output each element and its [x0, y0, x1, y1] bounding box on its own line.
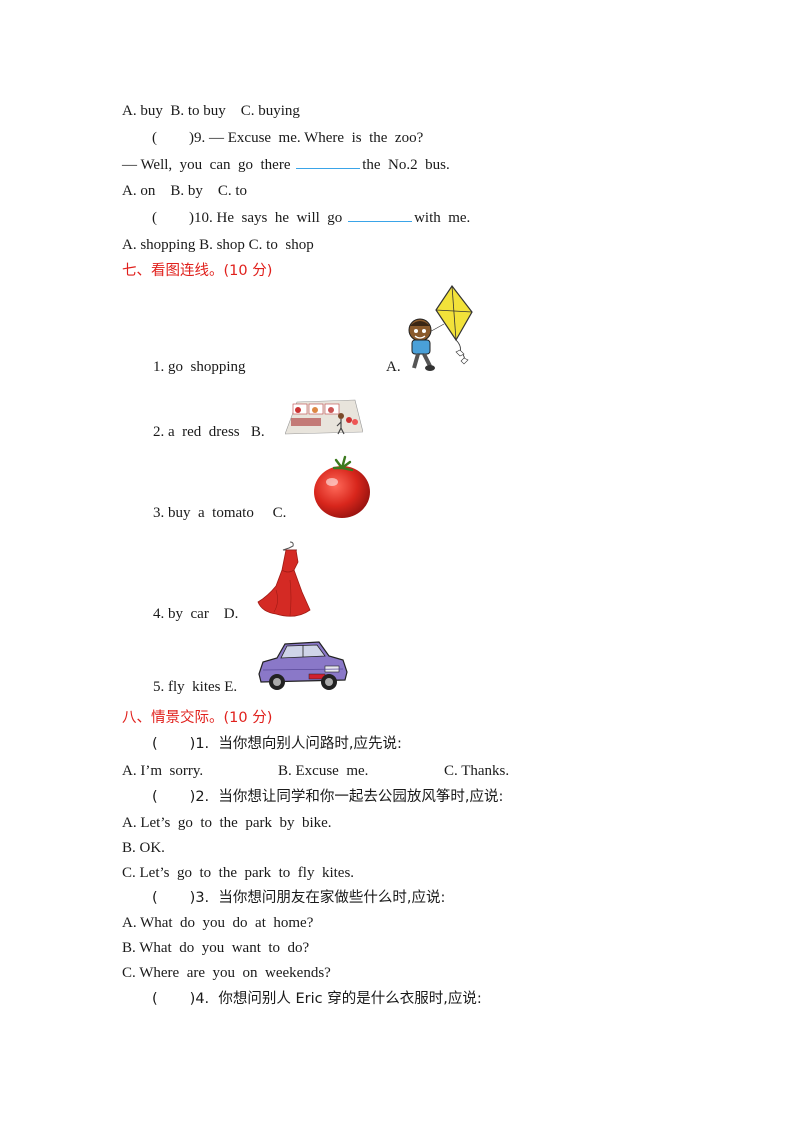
- q9-answer-pre: — Well, you can go there: [122, 157, 295, 173]
- shopping-picture: [285, 399, 363, 435]
- q9-stem: ( )9. — Excuse me. Where is the zoo?: [152, 128, 423, 148]
- s8-q1-option-c: C. Thanks.: [444, 763, 510, 779]
- q10-blank: [348, 207, 413, 222]
- s8-q4-paren: (: [152, 991, 158, 1007]
- q10-stem-post: with me.: [414, 210, 471, 226]
- q9-paren: (: [152, 130, 157, 146]
- s8-q3-paren: (: [152, 890, 158, 906]
- s8-q2-paren: (: [152, 789, 158, 805]
- s8-q2-option-b: B. OK.: [122, 840, 165, 856]
- s8-q1-option-b: B. Excuse me.: [278, 763, 369, 779]
- red-dress-picture: [257, 541, 311, 617]
- kite-boy-picture: [408, 284, 473, 371]
- match-item-3: 3. buy a tomato C.: [153, 505, 287, 521]
- s8-q3-option-c: C. Where are you on weekends?: [122, 965, 331, 981]
- match-item-4: 4. by car D.: [153, 606, 239, 622]
- q8-options: A. buy B. to buy C. buying: [122, 103, 300, 119]
- s8-q1-option-a: A. I’m sorry.: [122, 763, 204, 779]
- match-item-1-letter: A.: [386, 359, 401, 375]
- s8-q1-stem-text: )1. 当你想向别人问路时,应先说:: [189, 736, 402, 752]
- q9-blank: [296, 154, 361, 169]
- s8-q2-stem: ( )2. 当你想让同学和你一起去公园放风筝时,应说:: [152, 787, 503, 807]
- s8-q3-stem: ( )3. 当你想问朋友在家做些什么时,应说:: [152, 888, 445, 908]
- q9-stem-text: )9. — Excuse me. Where is the zoo?: [189, 130, 424, 146]
- s8-q2-option-a: A. Let’s go to the park by bike.: [122, 815, 332, 831]
- q9-options: A. on B. by C. to: [122, 183, 248, 199]
- s8-q1-stem: ( )1. 当你想向别人问路时,应先说:: [152, 734, 402, 754]
- s8-q1-paren: (: [152, 736, 158, 752]
- q10-options: A. shopping B. shop C. to shop: [122, 237, 314, 253]
- tomato-picture: [314, 455, 370, 518]
- match-item-5: 5. fly kites E.: [153, 679, 238, 695]
- match-item-1: 1. go shopping: [153, 359, 246, 375]
- s8-q2-stem-text: )2. 当你想让同学和你一起去公园放风筝时,应说:: [189, 789, 504, 805]
- s8-q2-option-c: C. Let’s go to the park to fly kites.: [122, 865, 355, 881]
- q10-stem-pre: )10. He says he will go: [189, 210, 347, 226]
- q9-answer-line: — Well, you can go there the No.2 bus.: [122, 154, 450, 175]
- s8-q3-option-b: B. What do you want to do?: [122, 940, 310, 956]
- s8-q4-stem: ( )4. 你想问别人 Eric 穿的是什么衣服时,应说:: [152, 989, 482, 1009]
- s8-q3-option-a: A. What do you do at home?: [122, 915, 314, 931]
- q10-stem: ( )10. He says he will go with me.: [152, 207, 470, 228]
- q10-paren: (: [152, 210, 157, 226]
- s8-q3-stem-text: )3. 当你想问朋友在家做些什么时,应说:: [189, 890, 446, 906]
- section8-title: 八、情景交际。(10 分): [122, 710, 273, 726]
- car-picture: [258, 641, 348, 690]
- s8-q4-stem-text: )4. 你想问别人 Eric 穿的是什么衣服时,应说:: [189, 991, 482, 1007]
- q9-answer-post: the No.2 bus.: [362, 157, 450, 173]
- section7-title: 七、看图连线。(10 分): [122, 263, 273, 279]
- match-item-2: 2. a red dress B.: [153, 424, 265, 440]
